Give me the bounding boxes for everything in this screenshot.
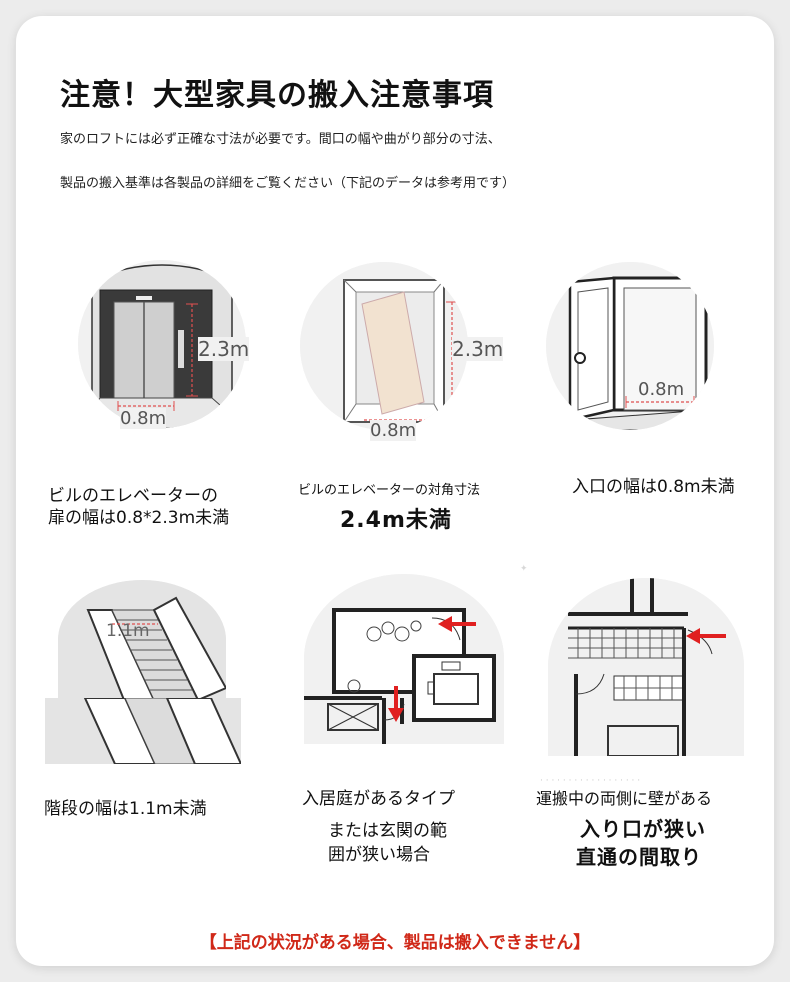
background-watermark-text: · · · · · · · · · · · · · · · · · · bbox=[540, 776, 641, 786]
caption-stairs-line-1: 階段の幅は1.1m未満 bbox=[44, 799, 207, 819]
staircase-base bbox=[45, 697, 243, 765]
caption-courtyard-line-1: 入居庭があるタイプ bbox=[302, 789, 455, 809]
dimension-height-label: 2.3m bbox=[452, 337, 504, 361]
description-line-1: 家のロフトには必ず正確な寸法が必要です。間口の幅や曲がり部分の寸法、 bbox=[60, 132, 501, 147]
caption-entrance-line-1: 入口の幅は0.8m未満 bbox=[572, 477, 735, 497]
corridor-floorplan-icon bbox=[548, 578, 744, 756]
dimension-width-label: 1.1m bbox=[106, 621, 150, 641]
entrance-door-icon bbox=[546, 262, 714, 430]
warning-notice: 【上記の状況がある場合、製品は搬入できません】 bbox=[199, 933, 591, 953]
caption-corridor-line-3: 直通の間取り bbox=[576, 845, 702, 869]
dimension-width-label: 0.8m bbox=[638, 379, 685, 400]
background-watermark: ✦ bbox=[520, 564, 528, 574]
dimension-width-label: 0.8m bbox=[370, 420, 417, 441]
notice-card bbox=[16, 16, 774, 966]
dimension-height-label: 2.3m bbox=[198, 337, 250, 361]
description-line-2: 製品の搬入基準は各製品の詳細をご覧ください（下記のデータは参考用です） bbox=[60, 176, 516, 191]
caption-elevator-line-1: ビルのエレベーターの bbox=[48, 486, 218, 506]
dimension-width-label: 0.8m bbox=[120, 408, 167, 429]
staircase-icon bbox=[58, 580, 226, 700]
caption-corridor-line-1: 運搬中の両側に壁がある bbox=[536, 789, 713, 808]
page-title: 注意！大型家具の搬入注意事項 bbox=[60, 78, 494, 113]
caption-diagonal-line-1: ビルのエレベーターの対角寸法 bbox=[298, 483, 481, 498]
caption-diagonal-line-2: 2.4m未満 bbox=[340, 508, 452, 533]
caption-courtyard-line-2: または玄関の範 bbox=[328, 821, 447, 841]
courtyard-floorplan-icon bbox=[304, 574, 504, 744]
caption-corridor-line-2: 入り口が狭い bbox=[580, 817, 706, 841]
caption-courtyard-line-3: 囲が狭い場合 bbox=[328, 845, 430, 865]
caption-elevator-line-2: 扉の幅は0.8*2.3m未満 bbox=[48, 508, 230, 528]
elevator-diagonal-icon bbox=[300, 262, 468, 430]
